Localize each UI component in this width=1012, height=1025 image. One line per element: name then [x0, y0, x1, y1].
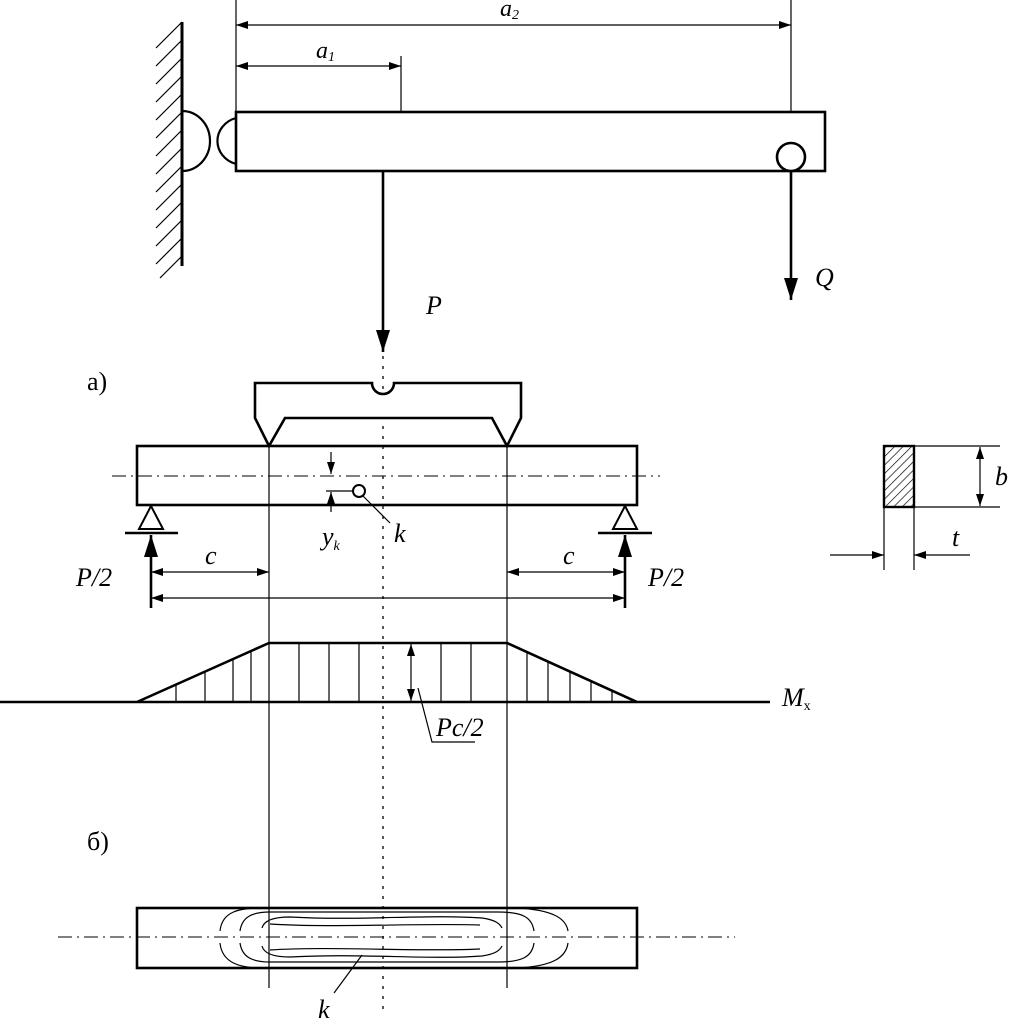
support-right	[598, 503, 652, 535]
part-b-label: б)	[87, 827, 109, 856]
part-b: б) k	[58, 827, 735, 1024]
wall-hatching	[155, 21, 183, 279]
moment-ordinates	[175, 643, 613, 702]
moment-label: Mx	[781, 683, 811, 714]
dim-b-label: b	[995, 462, 1008, 491]
point-k-label-b: k	[318, 995, 330, 1020]
dim-a2-label: a2	[500, 0, 519, 23]
point-k-label: k	[394, 519, 406, 548]
point-k-marker	[352, 484, 366, 498]
dim-c-left-label: c	[205, 541, 217, 570]
part-a: а) yk k P/2 P/2	[0, 356, 811, 1015]
hinge-socket	[181, 109, 212, 173]
support-left	[125, 503, 178, 535]
yk-label: yk	[319, 522, 341, 554]
hinge-ball	[216, 116, 237, 166]
moment-value-label: Pc/2	[435, 713, 484, 742]
stress-contours	[219, 907, 569, 969]
force-Q-label: Q	[815, 263, 834, 292]
loading-fixture	[253, 381, 523, 449]
part-a-label: а)	[87, 367, 107, 396]
moment-diagram	[136, 641, 638, 704]
dim-c-right-label: c	[563, 541, 575, 570]
dim-t-label: t	[952, 523, 960, 552]
lever-pin	[775, 141, 807, 173]
dim-a1-label: a1	[316, 38, 335, 65]
reaction-right-label: P/2	[647, 563, 684, 592]
specimen-bar-b	[135, 906, 639, 970]
section-rect	[882, 444, 916, 509]
cross-section: b t	[830, 444, 1008, 570]
reaction-left-label: P/2	[75, 563, 112, 592]
lever-assembly: a2 a1 P Q	[155, 0, 834, 352]
lever-bar	[234, 110, 827, 173]
force-P-label: P	[425, 291, 442, 320]
